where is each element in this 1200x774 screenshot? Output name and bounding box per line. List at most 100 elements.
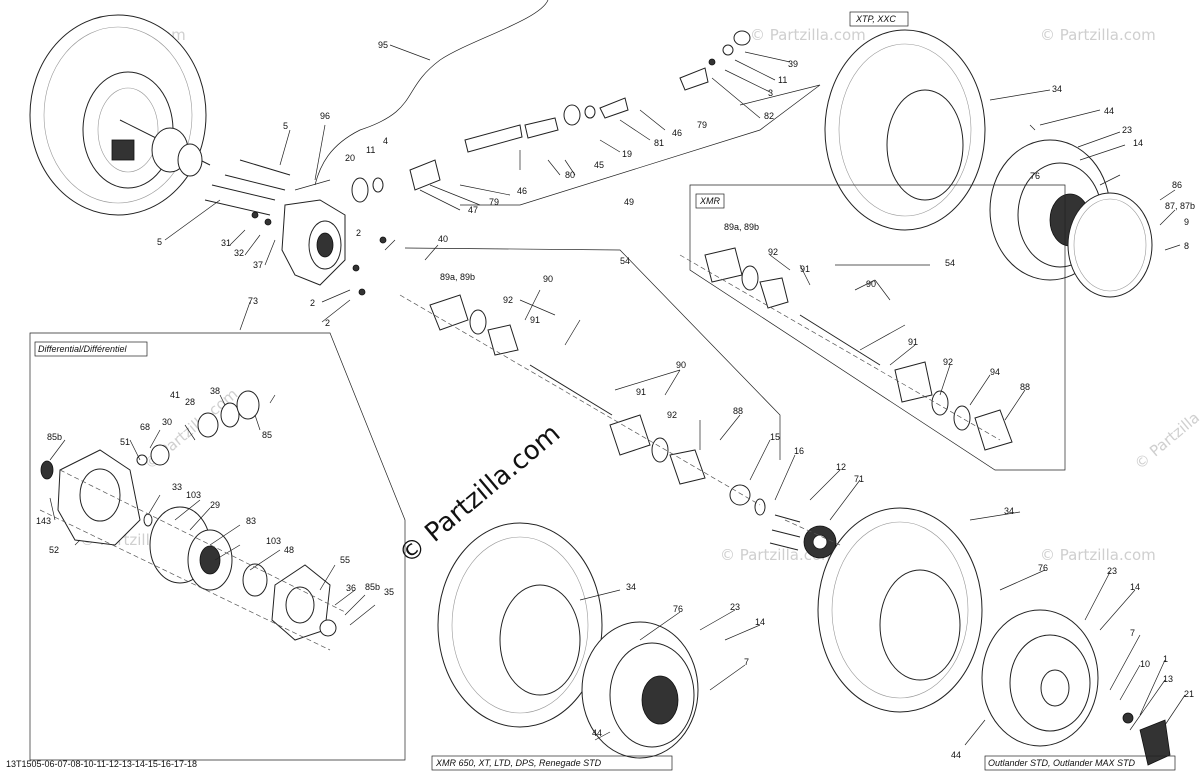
callout-label: 86 <box>1172 180 1182 190</box>
callout-label: 90 <box>676 360 686 370</box>
callout-label: 91 <box>636 387 646 397</box>
callout-label: 2 <box>356 228 361 238</box>
callout-label: 13 <box>1163 674 1173 684</box>
watermark-3: © Partzilla.com <box>1040 26 1156 44</box>
callout-label: 9 <box>1184 217 1189 227</box>
driveshaft-center <box>429 294 766 516</box>
callout-label: 54 <box>945 258 955 268</box>
callout-label: 52 <box>49 545 59 555</box>
callout-label: 79 <box>489 197 499 207</box>
callout-label: 14 <box>1133 138 1143 148</box>
callout-label: 3 <box>768 88 773 98</box>
callout-label: 38 <box>210 386 220 396</box>
watermark-8: © Partzilla.com <box>1131 385 1200 473</box>
callout-label: 92 <box>768 247 778 257</box>
callout-label: 44 <box>592 728 602 738</box>
callout-label: 21 <box>1184 689 1194 699</box>
callout-label: 46 <box>672 128 682 138</box>
group-label-xtp: XTP, XXC <box>855 14 896 24</box>
callout-label: 80 <box>565 170 575 180</box>
callout-label: 14 <box>755 617 765 627</box>
cable-95 <box>314 0 549 186</box>
callout-label: 85b <box>47 432 62 442</box>
callout-label: 39 <box>788 59 798 69</box>
callout-label: 87, 87b <box>1165 201 1195 211</box>
driveshaft-top <box>351 30 751 203</box>
callout-label: 55 <box>340 555 350 565</box>
group-label-outlander: Outlander STD, Outlander MAX STD <box>988 758 1136 768</box>
callout-label: 34 <box>1052 84 1062 94</box>
callout-label: 90 <box>543 274 553 284</box>
callout-label: 34 <box>1004 506 1014 516</box>
callout-label: 8 <box>1184 241 1189 251</box>
dashed-lines <box>39 254 1001 651</box>
callout-label: 35 <box>384 587 394 597</box>
callout-label: 92 <box>943 357 953 367</box>
xmr650-wheel <box>437 522 699 759</box>
callout-label: 103 <box>186 490 201 500</box>
callout-label: 68 <box>140 422 150 432</box>
hub-71 <box>769 514 837 559</box>
callout-label: 14 <box>1130 582 1140 592</box>
rear-housing <box>281 179 346 286</box>
callout-label: 91 <box>800 264 810 274</box>
callout-label: 5 <box>283 121 288 131</box>
callout-label: 88 <box>1020 382 1030 392</box>
callout-label: 4 <box>383 136 388 146</box>
callout-label: 20 <box>345 153 355 163</box>
callout-label: 40 <box>438 234 448 244</box>
callout-label: 7 <box>744 657 749 667</box>
callout-label: 88 <box>733 406 743 416</box>
callout-label: 85 <box>262 430 272 440</box>
callout-label: 34 <box>626 582 636 592</box>
group-label-differential: Differential/Différentiel <box>38 344 128 354</box>
callout-label: 48 <box>284 545 294 555</box>
callout-label: 45 <box>594 160 604 170</box>
callout-label: 91 <box>530 315 540 325</box>
outlander-wheel <box>817 507 1171 766</box>
watermark-2: © Partzilla.com <box>750 26 866 44</box>
callout-label: 83 <box>246 516 256 526</box>
group-outlines <box>29 11 1176 771</box>
xtp-wheel <box>824 29 1153 298</box>
callout-label: 73 <box>248 296 258 306</box>
callout-label: 15 <box>770 432 780 442</box>
callout-label: 23 <box>730 602 740 612</box>
driveshaft-xmr <box>704 247 1013 451</box>
callout-label: 2 <box>310 298 315 308</box>
watermark-4: © Partzilla.com <box>1040 546 1156 564</box>
callout-label: 32 <box>234 248 244 258</box>
callout-label: 89a, 89b <box>724 222 759 232</box>
callout-label: 90 <box>866 279 876 289</box>
differential-parts <box>40 390 337 641</box>
callout-label: 44 <box>1104 106 1114 116</box>
callout-label: 30 <box>162 417 172 427</box>
callout-label: 23 <box>1122 125 1132 135</box>
callout-label: 11 <box>366 145 375 155</box>
callout-label: 76 <box>1030 171 1040 181</box>
callout-label: 89a, 89b <box>440 272 475 282</box>
callout-label: 94 <box>990 367 1000 377</box>
callout-label: 12 <box>836 462 846 472</box>
callout-label: 33 <box>172 482 182 492</box>
callout-label: 79 <box>697 120 707 130</box>
callout-label: 143 <box>36 516 51 526</box>
callout-label: 103 <box>266 536 281 546</box>
callout-label: 44 <box>951 750 961 760</box>
callout-label: 92 <box>503 295 513 305</box>
callout-label: 91 <box>908 337 918 347</box>
callout-label: 46 <box>517 186 527 196</box>
leader-lines <box>49 44 1186 746</box>
callout-label: 95 <box>378 40 388 50</box>
callout-label: 36 <box>346 583 356 593</box>
callout-label: 47 <box>468 205 478 215</box>
callout-label: 54 <box>620 256 630 266</box>
callout-label: 37 <box>253 260 263 270</box>
callout-label: 81 <box>654 138 664 148</box>
callout-label: 10 <box>1140 659 1150 669</box>
callout-label: 11 <box>778 75 787 85</box>
callout-label: 1 <box>1163 654 1168 664</box>
callout-label: 19 <box>622 149 632 159</box>
